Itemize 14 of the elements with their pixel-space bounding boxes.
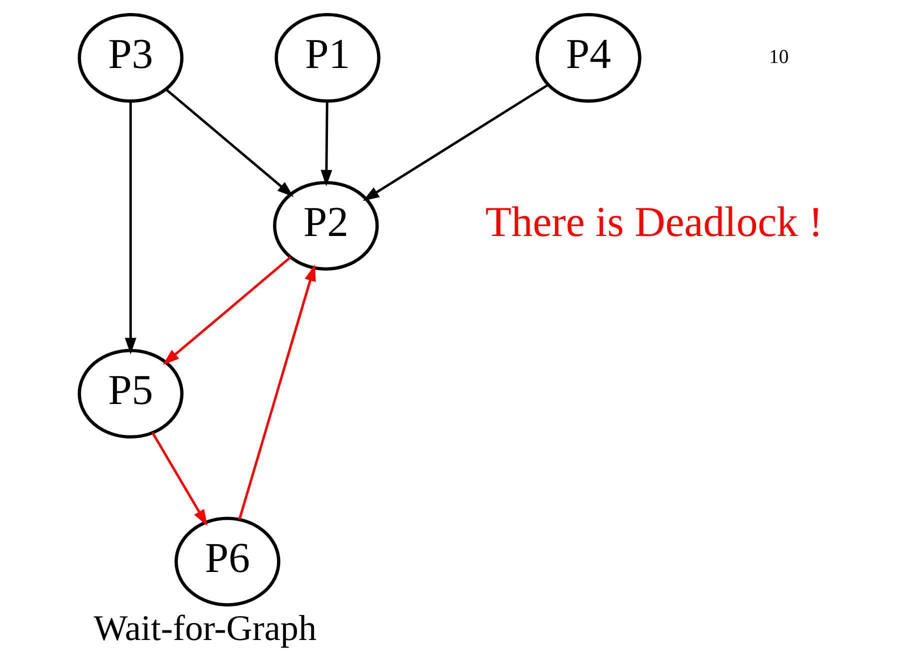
label: 10 (768, 46, 788, 68)
node-ellipse: P3 (77, 13, 183, 103)
arrow (238, 264, 316, 520)
arrow (124, 100, 136, 354)
arrow (162, 256, 291, 365)
node-ellipse: P4 (535, 13, 641, 103)
arrow (362, 84, 548, 201)
caption: Wait-for-Graph (93, 608, 316, 648)
node-ellipse: P6 (174, 516, 280, 606)
arrow (320, 101, 332, 186)
label: There is Deadlock ! (484, 199, 822, 246)
node-ellipse: P1 (274, 13, 380, 103)
arrow (151, 432, 207, 526)
arrow (164, 88, 294, 197)
